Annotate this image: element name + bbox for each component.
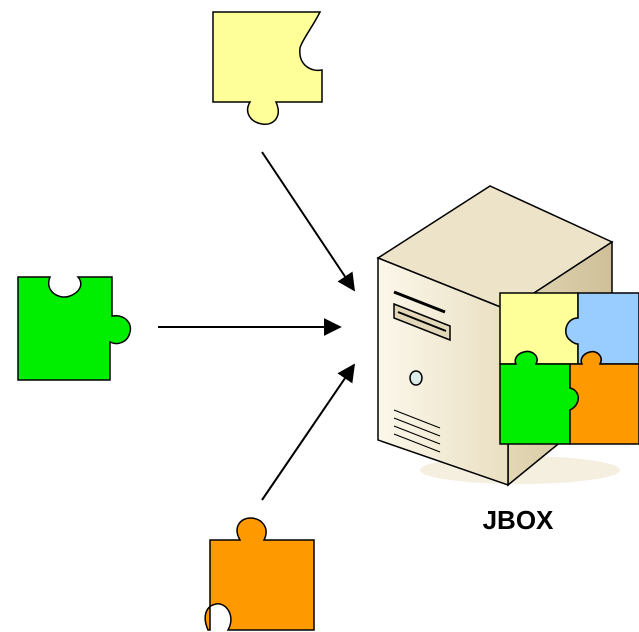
- arrow-yellow-to-server: [261, 151, 355, 292]
- orange-puzzle-piece: [204, 517, 315, 631]
- yellow-puzzle-piece: [212, 11, 323, 126]
- assembled-orange-piece: [569, 350, 639, 445]
- drive-bay-top: [393, 290, 446, 314]
- green-puzzle-piece: [17, 276, 132, 381]
- power-button: [409, 370, 423, 386]
- vent-line-2: [393, 417, 441, 437]
- vent-line-3: [393, 425, 441, 445]
- vent-line-4: [393, 433, 441, 453]
- assembled-puzzle: [499, 292, 639, 445]
- server-label: JBOX: [482, 505, 554, 535]
- arrow-orange-to-server: [261, 363, 356, 501]
- assembled-green-piece: [499, 350, 580, 445]
- vent-line-1: [393, 409, 441, 429]
- drive-slot: [397, 311, 447, 332]
